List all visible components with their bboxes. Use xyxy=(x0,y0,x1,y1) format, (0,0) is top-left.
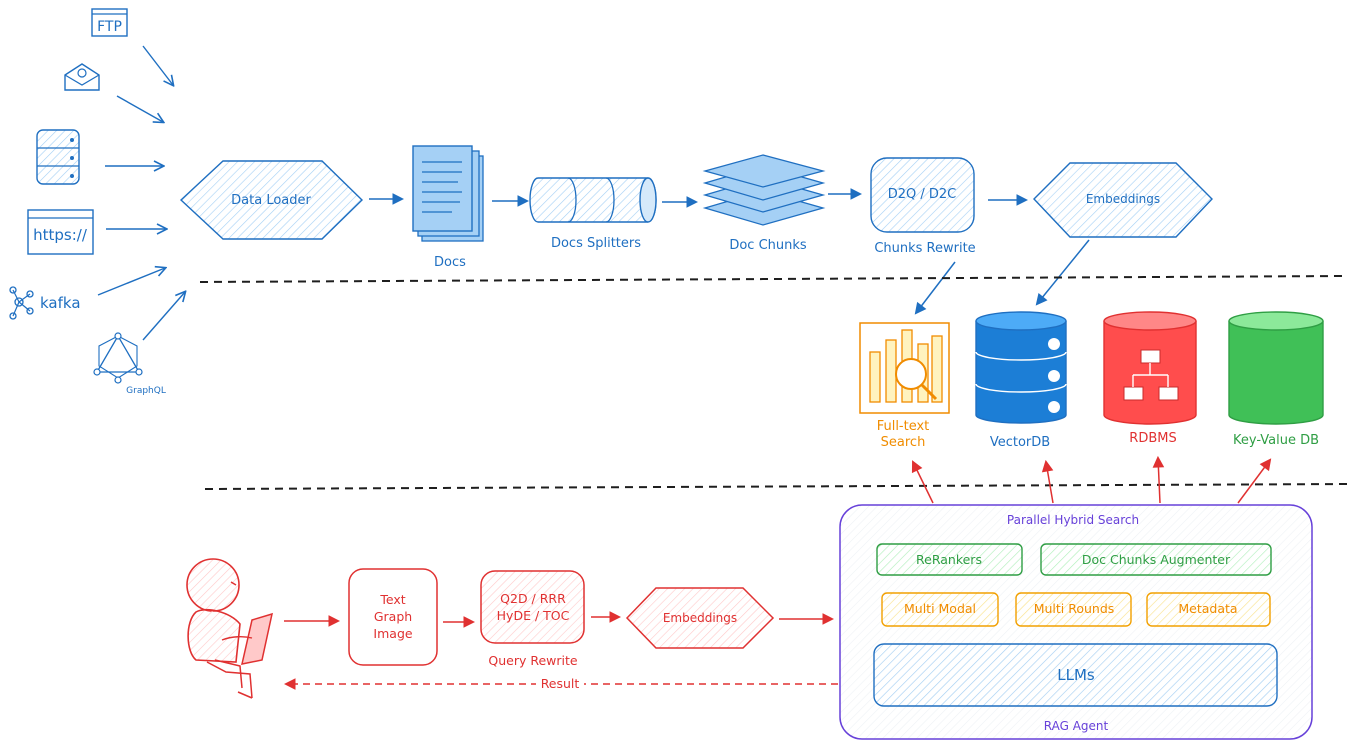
input-text-label: Text xyxy=(379,592,405,607)
https-label: https:// xyxy=(33,226,88,244)
input-graph-label: Graph xyxy=(374,609,412,624)
query-rewrite-node: Q2D / RRR HyDE / TOC Query Rewrite xyxy=(480,570,585,668)
divider-bottom xyxy=(204,483,1353,490)
augmenter-box xyxy=(1040,543,1272,576)
ftp-icon: FTP xyxy=(91,8,128,37)
fulltext-label-2: Search xyxy=(881,435,926,450)
graphql-icon: GraphQL xyxy=(93,332,166,396)
fulltext-search-icon: Full-text Search xyxy=(859,322,950,450)
metadata-box xyxy=(1146,592,1271,627)
rdbms-icon: RDBMS xyxy=(1103,311,1197,446)
email-icon xyxy=(64,63,100,91)
parallel-hybrid-search-label: Parallel Hybrid Search xyxy=(1007,513,1139,527)
doc-chunks-label: Doc Chunks xyxy=(729,238,807,253)
fulltext-label-1: Full-text xyxy=(877,419,930,434)
ftp-label: FTP xyxy=(97,19,122,35)
agent-to-stores-arrows xyxy=(913,458,1270,504)
multirounds-label: Multi Rounds xyxy=(1034,601,1115,616)
multimodal-label: Multi Modal xyxy=(904,601,976,616)
keyvalue-label: Key-Value DB xyxy=(1233,433,1319,448)
rewrite-line1: Q2D / RRR xyxy=(500,591,566,606)
arrow-embeddings-vectordb xyxy=(1037,239,1090,304)
augmenter-label: Doc Chunks Augmenter xyxy=(1082,552,1231,567)
kafka-icon: kafka xyxy=(9,286,81,320)
multirounds-box xyxy=(1015,592,1132,627)
kafka-label: kafka xyxy=(40,294,81,312)
vectordb-icon: VectorDB xyxy=(975,311,1067,450)
rerankers-box xyxy=(876,543,1023,576)
divider-top xyxy=(199,275,1346,283)
graphql-label: GraphQL xyxy=(126,386,166,396)
chunks-rewrite-label: Chunks Rewrite xyxy=(874,241,975,256)
input-types-node: Text Graph Image xyxy=(348,568,438,666)
doc-chunks-icon: Doc Chunks xyxy=(702,154,826,253)
result-label: Result xyxy=(541,676,580,691)
d2q-d2c-label: D2Q / D2C xyxy=(888,187,957,202)
docs-splitters-icon: Docs Splitters xyxy=(529,177,657,251)
query-embeddings-node: Embeddings xyxy=(625,587,775,649)
rerankers-label: ReRankers xyxy=(916,552,982,567)
docs-icon: Docs xyxy=(412,145,484,270)
result-label-bg xyxy=(536,676,584,692)
source-arrows xyxy=(97,45,185,341)
rag-agent-container: Parallel Hybrid Search ReRankers Doc Chu… xyxy=(839,504,1313,740)
query-rewrite-label: Query Rewrite xyxy=(488,653,578,668)
data-loader-label: Data Loader xyxy=(231,193,311,208)
llms-label: LLMs xyxy=(1057,666,1095,684)
browser-icon: https:// xyxy=(27,209,94,255)
docs-splitters-label: Docs Splitters xyxy=(551,236,641,251)
rewrite-line2: HyDE / TOC xyxy=(497,608,570,623)
arrow-rewrite-fulltext xyxy=(916,261,956,313)
docs-label: Docs xyxy=(434,255,466,270)
rdbms-label: RDBMS xyxy=(1129,431,1176,446)
query-embeddings-label: Embeddings xyxy=(663,611,737,625)
embeddings-node: Embeddings xyxy=(1033,162,1213,238)
vectordb-label: VectorDB xyxy=(990,435,1050,450)
input-image-label: Image xyxy=(373,626,412,641)
user-avatar xyxy=(186,558,274,699)
metadata-label: Metadata xyxy=(1178,601,1237,616)
data-loader-node: Data Loader xyxy=(179,160,364,240)
d2q-d2c-node: D2Q / D2C Chunks Rewrite xyxy=(870,157,976,256)
embeddings-label: Embeddings xyxy=(1086,192,1160,206)
database-icon xyxy=(36,129,80,185)
llms-box xyxy=(873,643,1278,707)
rag-agent-label: RAG Agent xyxy=(1044,719,1109,733)
keyvalue-db-icon: Key-Value DB xyxy=(1228,311,1324,448)
multimodal-box xyxy=(881,592,999,627)
